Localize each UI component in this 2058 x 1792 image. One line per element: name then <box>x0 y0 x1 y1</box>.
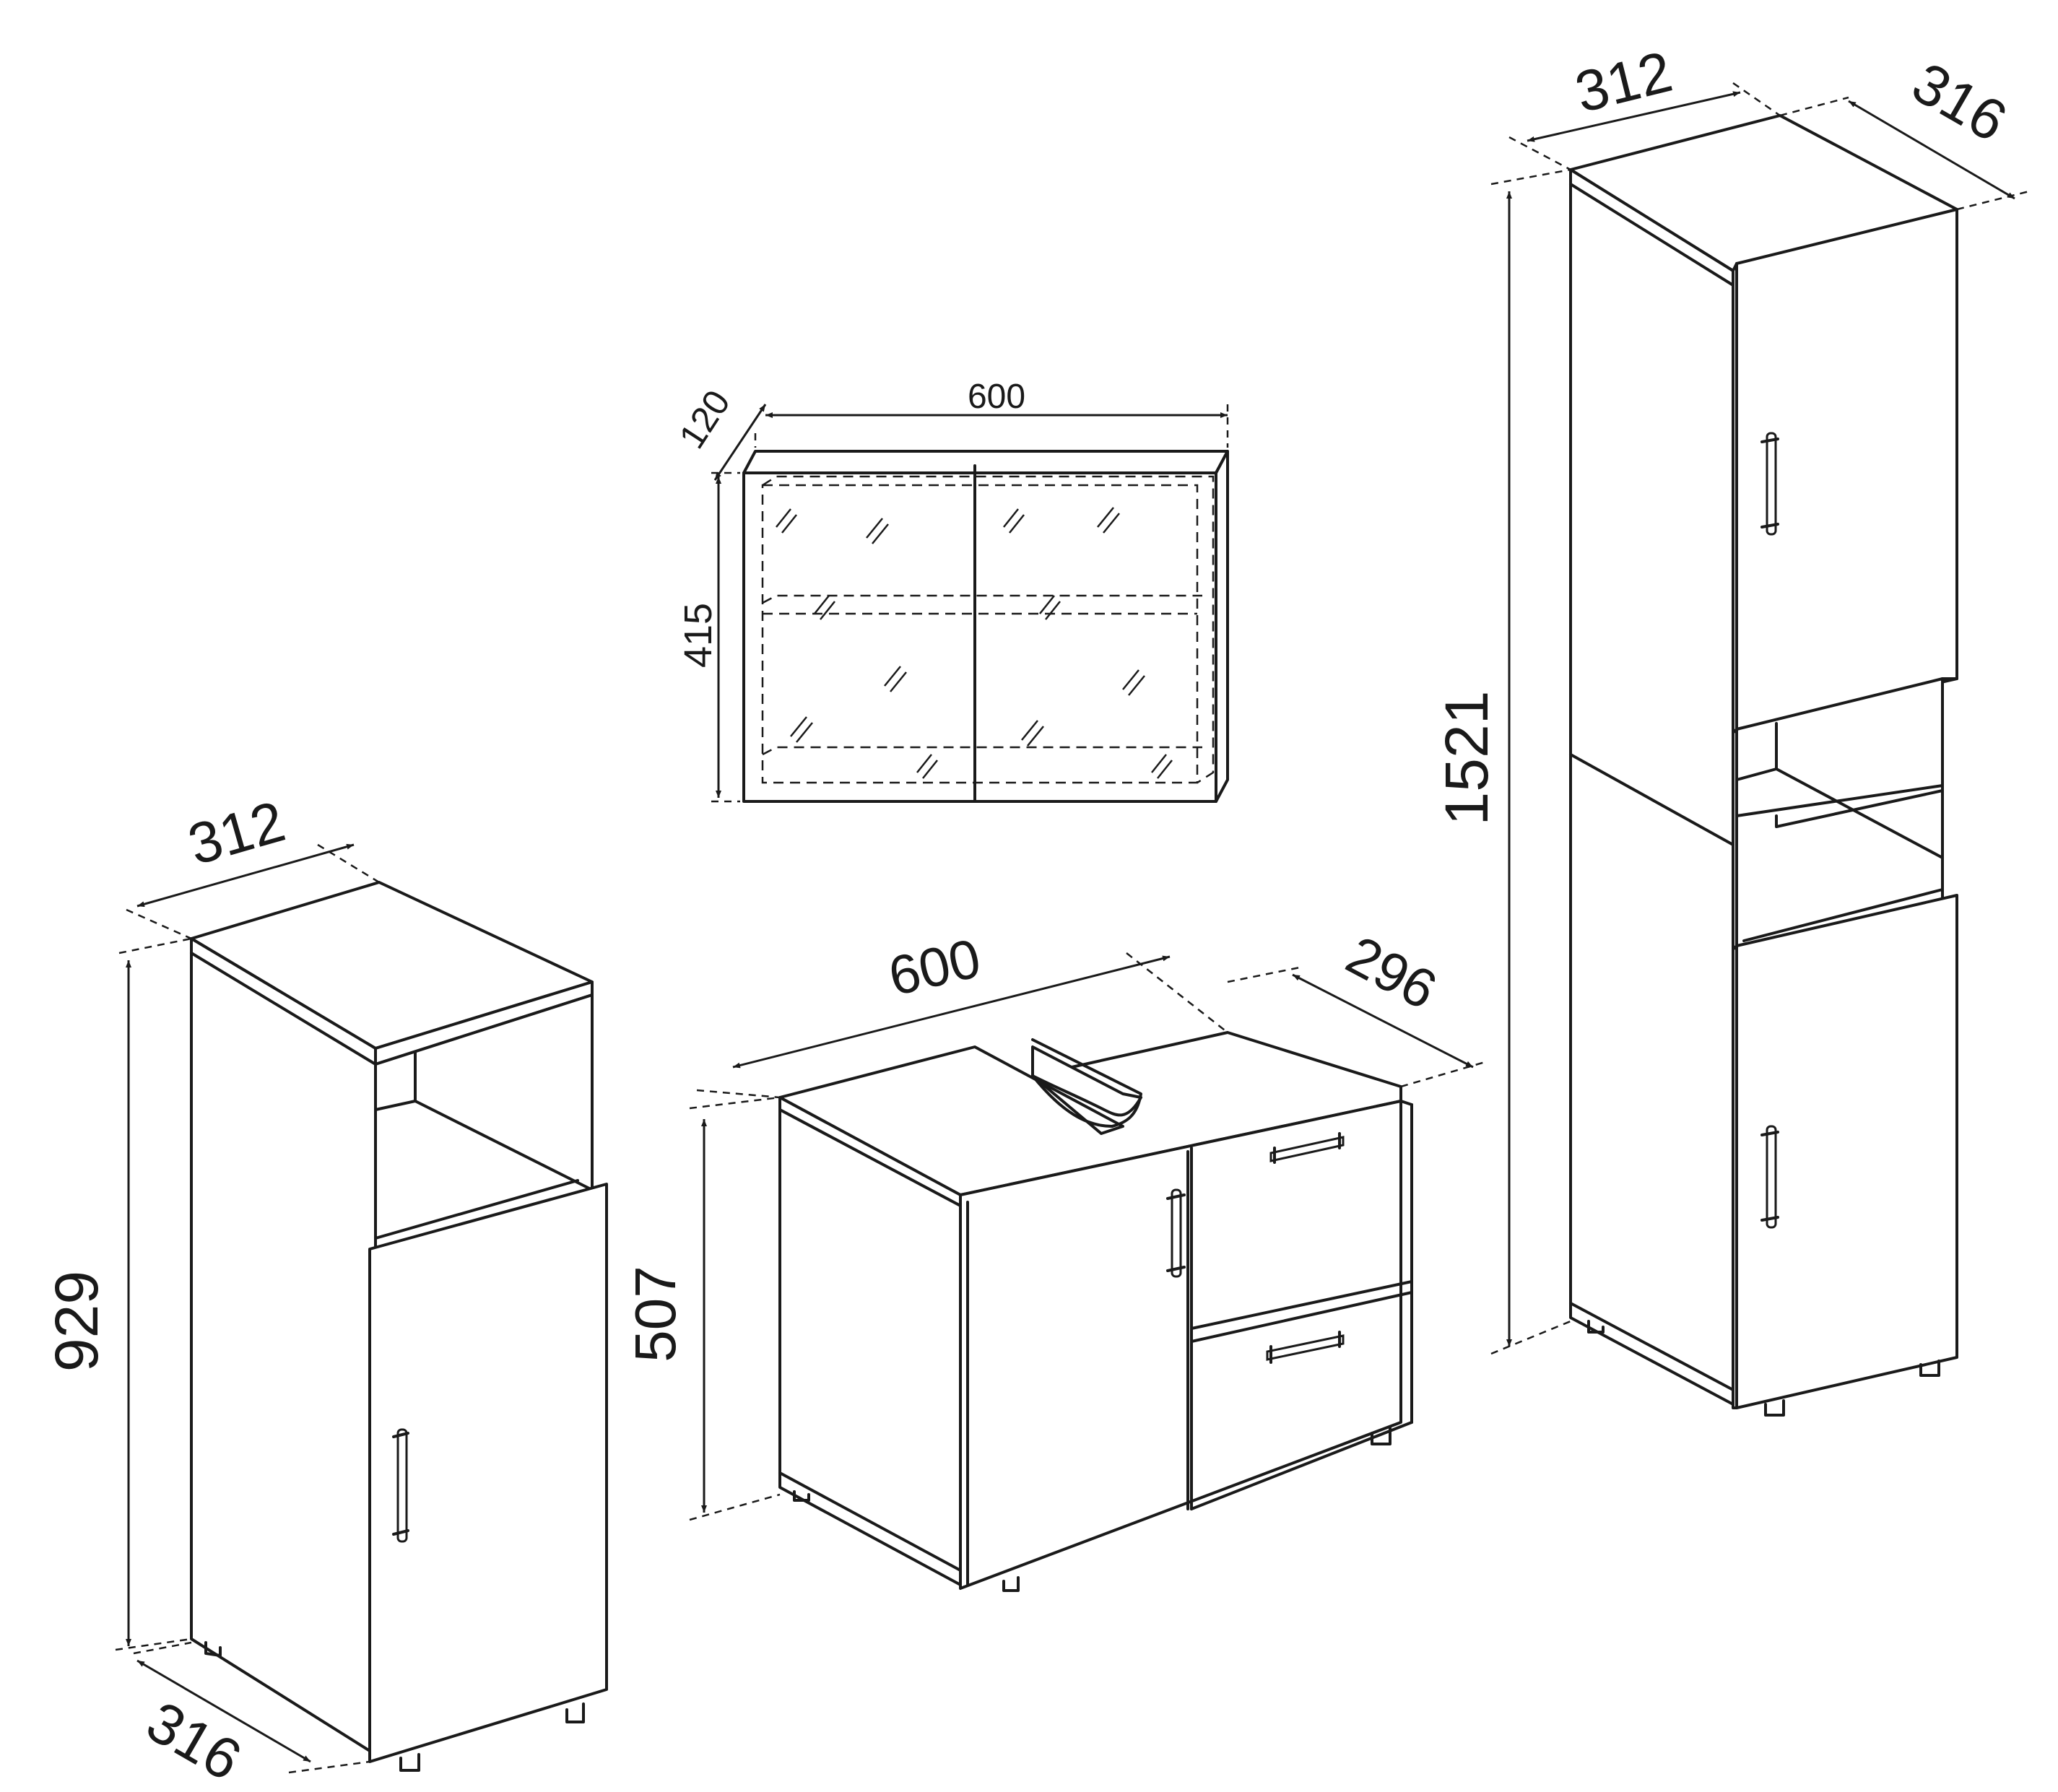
glass-reflection-marks <box>776 507 1173 779</box>
tall-cabinet-lower-handle <box>1766 1125 1777 1229</box>
tall-depth-label: 316 <box>1902 50 2018 154</box>
small-height-label: 929 <box>43 1271 110 1372</box>
mirror-width-label: 600 <box>968 378 1025 416</box>
small-cabinet-door-handle <box>396 1428 408 1543</box>
small-height-dimension: 929 <box>43 937 192 1651</box>
sink-height-dimension: 507 <box>623 1096 781 1521</box>
sink-cabinet-door-handle <box>1171 1188 1182 1278</box>
mirror-depth-label: 120 <box>672 383 738 456</box>
sink-height-label: 507 <box>623 1266 687 1362</box>
sink-drawer-handle-top <box>1269 1132 1345 1164</box>
mirror-height-dimension: 415 <box>677 471 740 803</box>
tall-height-dimension: 1521 <box>1433 168 1571 1355</box>
tall-height-label: 1521 <box>1433 691 1501 826</box>
sink-cabinet: 600 296 507 <box>623 924 1488 1592</box>
mirror-height-label: 415 <box>677 603 720 668</box>
mirror-width-dimension: 600 <box>754 378 1229 448</box>
tall-cabinet-upper-handle <box>1766 432 1777 536</box>
mirror-cabinet: 600 120 415 <box>672 378 1229 803</box>
tall-cabinet: 312 316 1521 <box>1433 39 2030 1417</box>
small-cabinet: 312 929 316 <box>43 788 608 1792</box>
sink-width-label: 600 <box>883 927 986 1007</box>
small-depth-label: 316 <box>136 1689 252 1792</box>
small-width-label: 312 <box>181 788 292 877</box>
tall-width-label: 312 <box>1569 39 1678 125</box>
sink-drawer-handle-bottom <box>1266 1331 1345 1364</box>
